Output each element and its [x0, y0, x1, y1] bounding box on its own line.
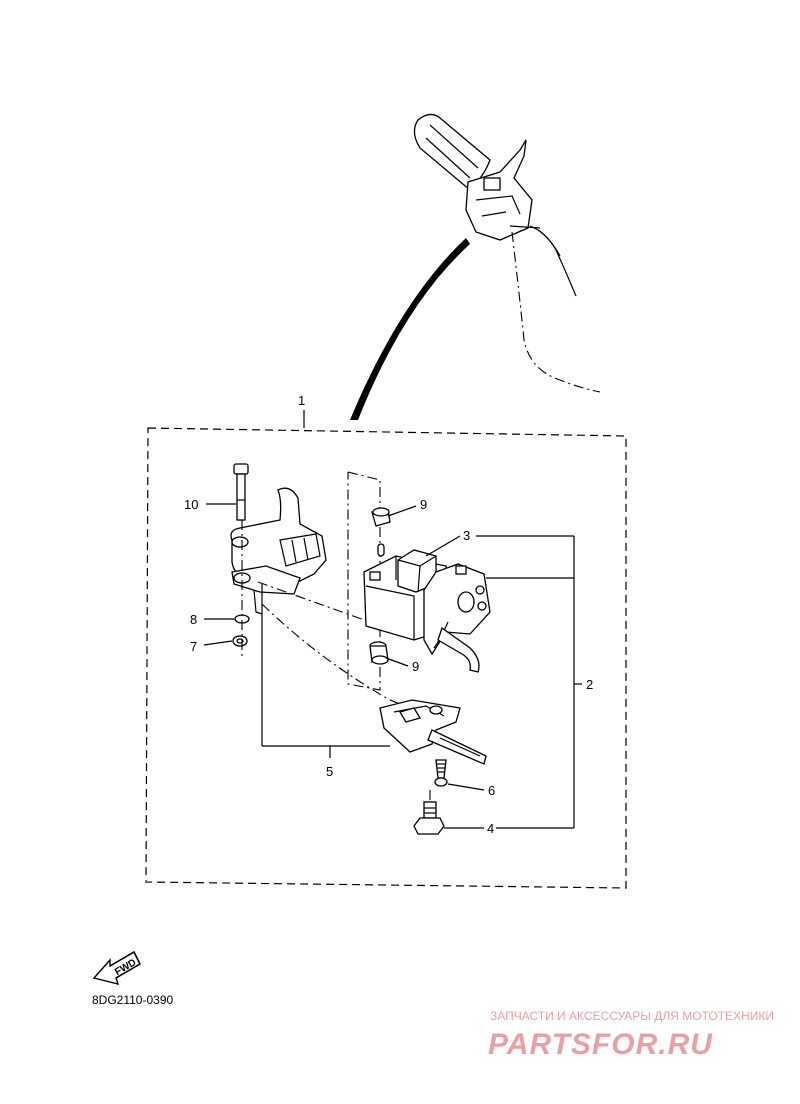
watermark-tagline: ЗАПЧАСТИ И АКСЕССУАРЫ ДЛЯ МОТОТЕХНИКИ	[490, 1009, 774, 1023]
watermark-brand: PARTSFOR.RU	[488, 1028, 713, 1061]
callout-6: 6	[488, 783, 495, 798]
assembly-boundary	[145, 427, 627, 889]
callout-10: 10	[184, 497, 198, 512]
brake-switch-illustration	[379, 699, 487, 835]
callout-5: 5	[326, 764, 333, 779]
callout-4: 4	[487, 821, 494, 836]
callout-9-bottom: 9	[412, 659, 419, 674]
callout-2: 2	[586, 677, 593, 692]
drawing-code: 8DG2110-0390	[92, 993, 173, 1007]
callout-7: 7	[190, 639, 197, 654]
connector-swoosh	[350, 238, 470, 420]
fwd-arrow-icon: FWD	[92, 951, 141, 985]
lever-bracket-illustration	[230, 463, 327, 660]
callout-8: 8	[190, 612, 197, 627]
callout-3: 3	[463, 528, 470, 543]
handlebar-switch-illustration	[363, 507, 491, 673]
callout-1: 1	[298, 393, 305, 408]
handlebar-illustration	[413, 113, 601, 393]
callout-9-top: 9	[420, 497, 427, 512]
fwd-label: FWD	[113, 957, 138, 978]
